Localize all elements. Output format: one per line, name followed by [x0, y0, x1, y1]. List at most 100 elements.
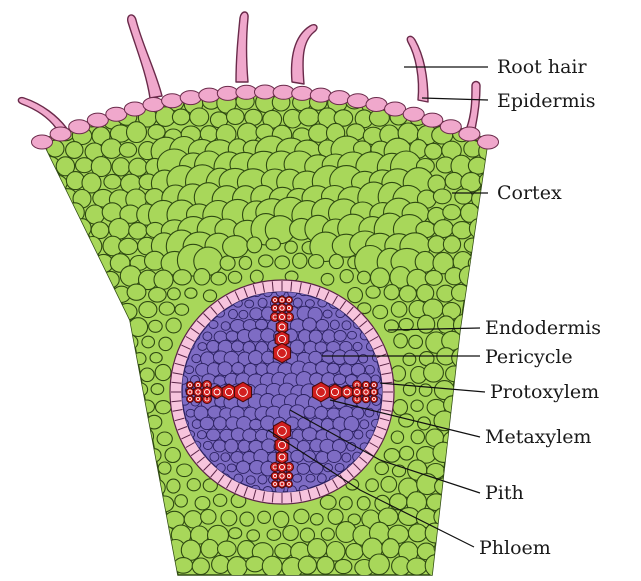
stele-cell: [303, 405, 317, 419]
cortex-cell: [56, 478, 78, 496]
cortex-cell: [333, 109, 354, 127]
metaxylem-vessel: [272, 420, 292, 442]
protoxylem-vessel: [277, 479, 287, 489]
cortex-cell: [365, 285, 381, 299]
cortex-cell: [424, 522, 445, 544]
endodermis-cell-wall: [332, 479, 338, 489]
cortex-cell: [81, 330, 102, 351]
cortex-cell: [21, 62, 38, 77]
cortex-cell: [497, 236, 518, 256]
endodermis-cell-wall: [172, 409, 183, 412]
cortex-cell: [56, 91, 76, 111]
cortex-cell: [425, 90, 447, 94]
endodermis-cell-wall: [316, 287, 321, 298]
epidermis-cell: [328, 90, 351, 106]
cortex-cell: [461, 461, 484, 480]
cortex-cell: [150, 383, 165, 396]
cortex-cell: [126, 283, 147, 301]
cortex-cell: [20, 189, 38, 206]
cortex-cell: [442, 204, 462, 221]
endodermis-cell-wall: [190, 449, 200, 457]
cortex-cell: [102, 460, 124, 481]
stele-cell: [230, 340, 245, 353]
endodermis-cell-wall: [299, 491, 302, 502]
metaxylem-vessel: [327, 383, 343, 401]
cortex-cell: [406, 557, 428, 575]
cortex-cell: [351, 90, 374, 95]
cortex-cell: [63, 523, 84, 545]
cortex-cell: [127, 477, 149, 495]
cortex-cell: [299, 527, 316, 543]
cortex-cell: [274, 542, 293, 560]
cortex-cell: [93, 60, 112, 78]
cortex-cell: [118, 431, 138, 447]
cortex-cell: [407, 523, 428, 543]
epidermis-cell: [49, 126, 72, 142]
cortex-cell: [42, 542, 60, 561]
cortex-cell: [461, 431, 481, 448]
cortex-cell: [75, 60, 94, 77]
cortex-cell: [22, 478, 39, 494]
vessel-lumen: [272, 473, 278, 479]
cortex-cell: [135, 554, 157, 575]
cortex-cell: [486, 253, 488, 274]
cortex-cell: [21, 508, 41, 526]
label-pericycle: Pericycle: [485, 346, 573, 368]
cortex-cell: [154, 363, 172, 382]
epidermis-cell: [254, 84, 276, 100]
endodermis-cell-wall: [217, 474, 225, 484]
endodermis-cell-wall: [226, 479, 232, 489]
endodermis-cell-wall: [196, 320, 205, 328]
stele-cell: [244, 299, 255, 309]
epidermis-cell: [216, 85, 239, 101]
epidermis-cell: [142, 97, 165, 112]
stele-cell: [208, 320, 219, 329]
cortex-cell: [183, 60, 201, 78]
cortex-cell: [42, 314, 59, 334]
cortex-cell: [356, 496, 371, 511]
cortex-cell: [399, 445, 415, 461]
metaxylem-vessel: [311, 381, 331, 403]
endodermis-cell-wall: [171, 400, 182, 403]
endodermis-cell-wall: [234, 291, 240, 301]
cortex-cell: [298, 107, 320, 127]
cortex-cell: [120, 90, 140, 93]
cortex-cell: [292, 252, 308, 269]
endodermis-cell-wall: [379, 362, 390, 367]
stele-cell: [206, 428, 221, 442]
cortex-cell: [39, 61, 56, 79]
cortex-cell: [83, 490, 103, 511]
cortex-cell: [212, 493, 228, 507]
cortex-cell: [148, 286, 167, 303]
stele-cell: [347, 330, 357, 340]
vessel-lumen: [188, 383, 192, 387]
cortex-cell: [442, 90, 462, 95]
root-hair: [17, 96, 69, 135]
endodermis-cell-wall: [174, 417, 185, 422]
cortex-cell: [42, 558, 50, 575]
cortex-cell: [46, 90, 65, 92]
stele-cell: [304, 299, 315, 308]
cortex-cell: [467, 505, 488, 529]
cortex-cell: [328, 253, 344, 270]
cortex-cell: [137, 491, 158, 512]
cortex-cell: [371, 90, 393, 97]
vessel-lumen: [279, 305, 285, 311]
cortex-cell: [410, 399, 424, 412]
cortex-cell: [74, 157, 94, 174]
endodermis-cell-wall: [346, 469, 354, 478]
cortex-cell: [468, 62, 489, 80]
cortex-cell: [402, 352, 417, 367]
cortex-cell: [81, 460, 104, 484]
epidermis-cell: [161, 93, 184, 109]
metaxylem-vessel: [210, 384, 224, 400]
cortex-cell: [42, 301, 48, 320]
cortex-cell: [297, 555, 318, 575]
cortex-cell: [116, 302, 138, 321]
stele-cell: [292, 473, 303, 483]
cortex-cell: [132, 352, 147, 366]
cortex-cell: [320, 527, 335, 541]
cortex-cell: [73, 479, 93, 496]
cortex-cell: [19, 218, 39, 238]
metaxylem-vessel: [221, 383, 237, 401]
